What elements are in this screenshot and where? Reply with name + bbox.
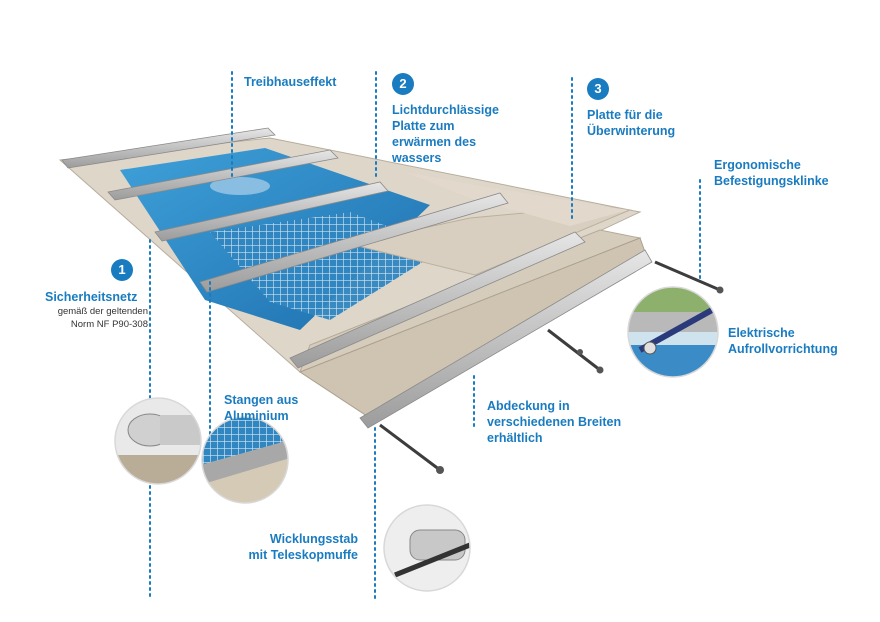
detail-electric-roller bbox=[628, 287, 718, 377]
aluminium-bars bbox=[61, 127, 653, 429]
detail-bar-net bbox=[202, 417, 288, 503]
badge-2: 2 bbox=[392, 73, 414, 95]
strap-buckles bbox=[436, 286, 724, 474]
greenhouse-sun bbox=[210, 177, 270, 195]
label-sicherheitsnetz: Sicherheitsnetz bbox=[45, 290, 138, 304]
label-treibhauseffekt: Treibhauseffekt bbox=[244, 75, 337, 89]
badge-1: 1 bbox=[111, 259, 133, 281]
detail-bar-end bbox=[115, 398, 201, 484]
fastening-straps bbox=[379, 260, 721, 472]
detail-winding-rod bbox=[384, 505, 470, 591]
badge-3: 3 bbox=[587, 78, 609, 100]
